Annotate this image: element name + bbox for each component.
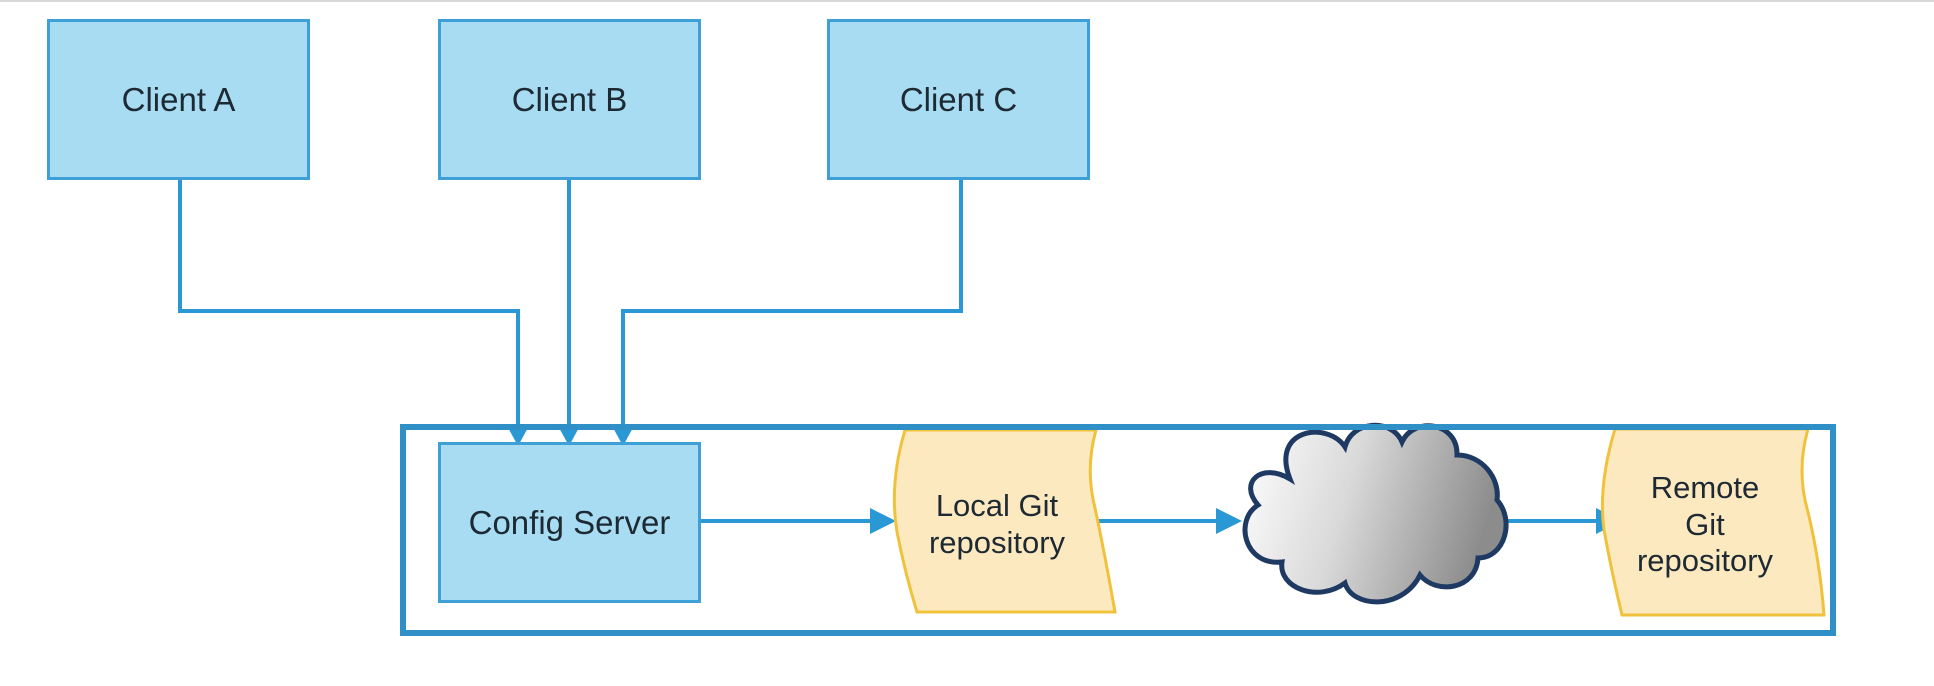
client-c-label: Client C <box>899 80 1018 118</box>
config-server-box: Config Server <box>438 442 701 603</box>
remote-repo-label-line-2: Git <box>1685 506 1725 542</box>
client-a-label: Client A <box>121 80 236 118</box>
remote-repo-label: Remote Git repository <box>1610 445 1800 605</box>
arrowhead-local <box>870 508 896 534</box>
client-c-box: Client C <box>827 19 1090 180</box>
connector-client-c <box>621 180 963 426</box>
server-group-frame <box>400 424 1836 636</box>
local-repo-label-line-2: repository <box>928 525 1066 560</box>
client-a-box: Client A <box>47 19 310 180</box>
arrowhead-cloud <box>1216 508 1242 534</box>
top-border-line <box>0 0 1934 2</box>
remote-repo-shape <box>1600 427 1826 617</box>
local-repo-label: Local Git repository <box>898 465 1096 585</box>
local-repo-shape <box>892 428 1117 614</box>
client-b-box: Client B <box>438 19 701 180</box>
remote-repo-label-line-1: Remote <box>1650 470 1760 506</box>
remote-repo-label-line-3: repository <box>1636 543 1774 579</box>
local-repo-label-line-1: Local Git <box>935 488 1059 524</box>
config-server-label: Config Server <box>468 503 671 541</box>
client-b-label: Client B <box>511 80 628 118</box>
connector-client-a <box>178 180 520 426</box>
